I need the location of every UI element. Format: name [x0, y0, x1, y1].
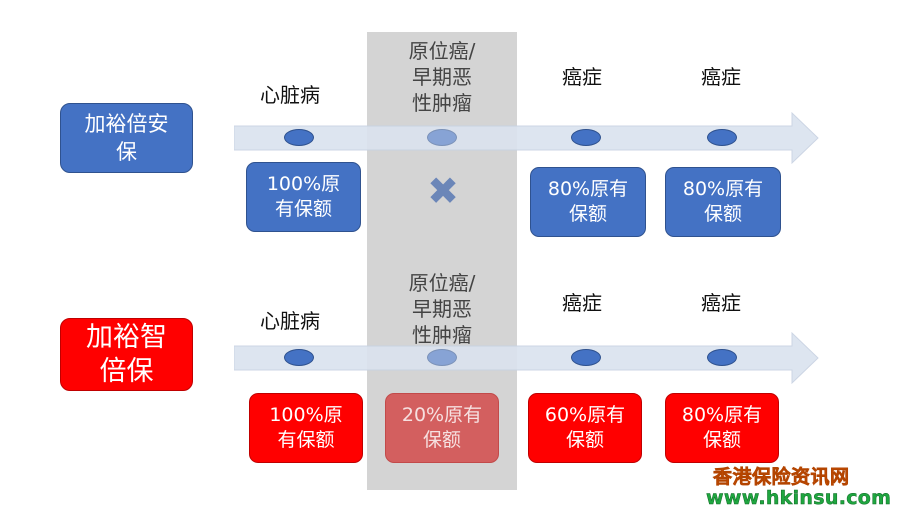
- row1-stage-early-line3: 性肿瘤: [412, 91, 472, 115]
- row2-dot-heart: [284, 349, 314, 366]
- row2-stage-early: 原位癌/ 早期恶 性肿瘤: [377, 270, 507, 348]
- row2-stage-cancer1: 癌症: [562, 291, 602, 315]
- row2-dot-cancer1: [571, 349, 601, 366]
- row1-stage-cancer1: 癌症: [562, 65, 602, 89]
- timeline-arrow-2: [234, 331, 819, 385]
- row1-dot-heart: [284, 129, 314, 146]
- row1-dot-early: [427, 129, 457, 146]
- row2-box-early-line2: 保额: [422, 429, 461, 451]
- row1-stage-early: 原位癌/ 早期恶 性肿瘤: [377, 38, 507, 116]
- product-2-label: 加裕智倍保: [60, 318, 193, 391]
- row2-box-heart: 100%原 有保额: [249, 393, 363, 463]
- row2-box-cancer1: 60%原有 保额: [528, 393, 642, 463]
- row2-box-early-line1: 20%原有: [401, 404, 483, 426]
- row1-stage-early-line2: 早期恶: [412, 65, 472, 89]
- row1-stage-cancer2: 癌症: [701, 65, 741, 89]
- row1-dot-cancer1: [571, 129, 601, 146]
- row2-box-heart-line1: 100%原: [269, 404, 343, 426]
- row1-box-cancer1: 80%原有 保额: [530, 167, 646, 237]
- row1-box-cancer2-line1: 80%原有: [682, 178, 764, 200]
- row2-stage-early-line1: 原位癌/: [408, 271, 476, 295]
- watermark-url: www.hkinsu.com: [706, 487, 892, 510]
- row2-stage-early-line2: 早期恶: [412, 297, 472, 321]
- row1-not-covered-cross-icon: ✖: [427, 169, 459, 213]
- row1-box-heart-line1: 100%原: [266, 173, 341, 195]
- row2-dot-cancer2: [707, 349, 737, 366]
- row1-stage-heart: 心脏病: [260, 83, 320, 107]
- row2-box-early: 20%原有 保额: [385, 393, 499, 463]
- row2-box-heart-line2: 有保额: [277, 429, 335, 451]
- row2-box-cancer2-line2: 保额: [702, 429, 741, 451]
- watermark-site-name: 香港保险资讯网: [713, 466, 850, 489]
- product-1-label: 加裕倍安保: [60, 103, 193, 173]
- row1-box-cancer2-line2: 保额: [703, 203, 742, 225]
- row2-box-cancer2: 80%原有 保额: [665, 393, 779, 463]
- row2-stage-heart: 心脏病: [260, 309, 320, 333]
- row2-box-cancer2-line1: 80%原有: [681, 404, 763, 426]
- row2-stage-cancer2: 癌症: [701, 291, 741, 315]
- row1-box-heart: 100%原 有保额: [246, 162, 361, 232]
- timeline-arrow-1: [234, 111, 819, 165]
- row1-dot-cancer2: [707, 129, 737, 146]
- row1-box-cancer1-line2: 保额: [568, 203, 607, 225]
- row2-box-cancer1-line1: 60%原有: [544, 404, 626, 426]
- row2-stage-early-line3: 性肿瘤: [412, 323, 472, 347]
- row1-box-cancer2: 80%原有 保额: [665, 167, 781, 237]
- product-1-name: 加裕倍安保: [84, 112, 169, 164]
- row1-stage-early-line1: 原位癌/: [408, 39, 476, 63]
- row1-box-heart-line2: 有保额: [274, 198, 332, 220]
- row2-box-cancer1-line2: 保额: [565, 429, 604, 451]
- row1-box-cancer1-line1: 80%原有: [547, 178, 629, 200]
- row2-dot-early: [427, 349, 457, 366]
- product-2-name: 加裕智倍保: [86, 321, 167, 387]
